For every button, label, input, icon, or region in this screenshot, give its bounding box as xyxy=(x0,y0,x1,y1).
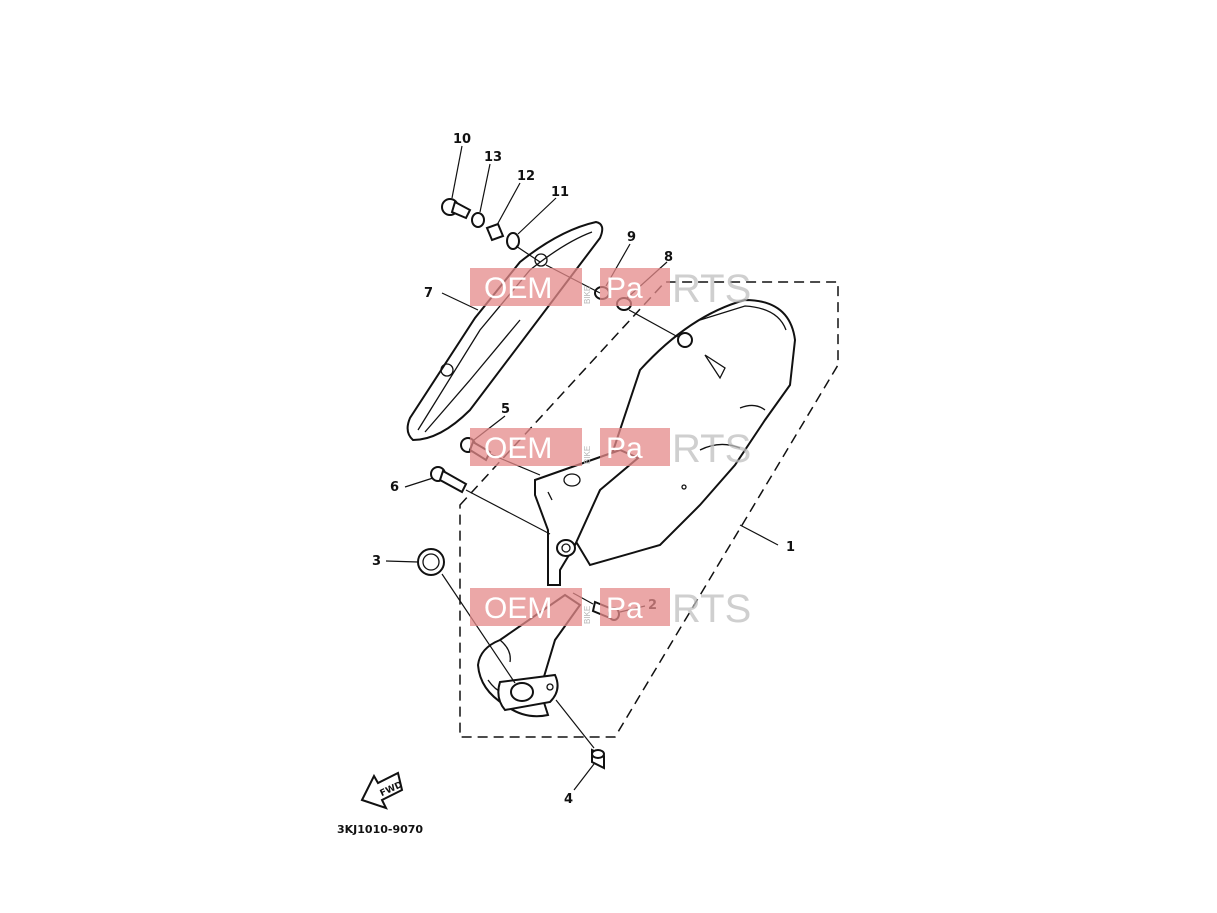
diagram-code: 3KJ1010-9070 xyxy=(337,823,423,836)
watermark-oem-1: OEM xyxy=(484,272,552,305)
callout-12: 12 xyxy=(517,169,535,184)
callout-11: 11 xyxy=(551,185,569,200)
watermark-rts-1: RTS xyxy=(672,267,751,311)
forward-arrow-icon: FWD xyxy=(360,771,404,810)
callout-4: 4 xyxy=(564,792,573,807)
watermark-pa-2: Pa xyxy=(606,432,643,465)
watermark-rts-2: RTS xyxy=(672,427,751,471)
callout-10: 10 xyxy=(453,132,471,147)
watermark-bike-1: BIKE xyxy=(583,286,592,304)
watermark-row-2: OEM BIKE Pa RTS xyxy=(470,427,751,471)
watermark-row-1: OEM BIKE Pa RTS xyxy=(470,267,751,311)
callout-13: 13 xyxy=(484,150,502,165)
grommet-11[interactable] xyxy=(506,232,520,250)
watermark-bike-2: BIKE xyxy=(583,446,592,464)
callout-5: 5 xyxy=(501,402,510,417)
nut-4[interactable] xyxy=(591,748,605,770)
watermark-oem-3: OEM xyxy=(484,592,552,625)
washer-13[interactable] xyxy=(471,212,485,228)
callout-9: 9 xyxy=(627,230,636,245)
callout-1: 1 xyxy=(786,540,795,555)
callout-8: 8 xyxy=(664,250,673,265)
muffler-assembly[interactable] xyxy=(476,298,797,718)
collar-12[interactable] xyxy=(485,222,505,242)
watermark-oem-2: OEM xyxy=(484,432,552,465)
bolt-6[interactable] xyxy=(430,466,468,494)
watermark-row-3: OEM BIKE Pa RTS xyxy=(470,587,751,631)
bolt-10[interactable] xyxy=(441,198,472,220)
watermark-pa-3: Pa xyxy=(606,592,643,625)
watermark-rts-3: RTS xyxy=(672,587,751,631)
callout-6: 6 xyxy=(390,480,399,495)
callout-7: 7 xyxy=(424,286,433,301)
watermark-bike-3: BIKE xyxy=(583,606,592,624)
watermark-pa-1: Pa xyxy=(606,272,643,305)
gasket-3[interactable] xyxy=(417,548,445,576)
callout-3: 3 xyxy=(372,554,381,569)
